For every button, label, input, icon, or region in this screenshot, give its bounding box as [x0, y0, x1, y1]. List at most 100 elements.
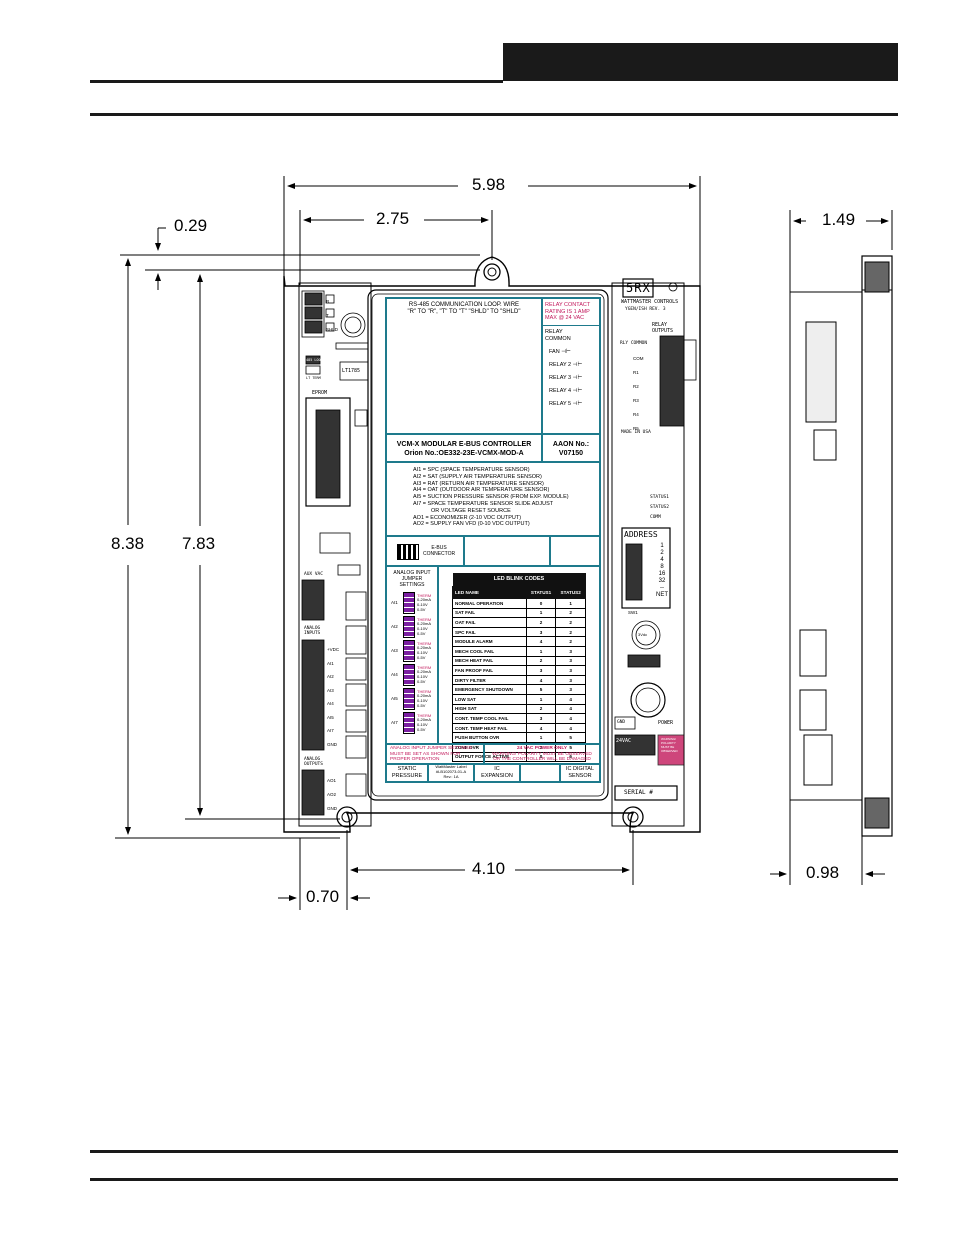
- jumper-option: 0-5V: [417, 654, 426, 660]
- pcb-terminals-top: R T SHLD: [326, 295, 338, 337]
- led-name-cell: HIGH SAT: [452, 703, 527, 715]
- ao-term: GND: [327, 806, 337, 811]
- input-line: AI4 = OAT (OUTDOOR AIR TEMPERATURE SENSO…: [413, 487, 550, 494]
- led-name-cell: OUTPUT FORCE ACTIVE: [452, 751, 527, 763]
- ic-digital-line: SENSOR: [568, 772, 592, 779]
- jumper-pins-icon: [403, 592, 415, 614]
- dim-mount-height: 7.83: [178, 534, 220, 554]
- jumper-option: 0-5V: [417, 678, 426, 684]
- dim-mount-width: 2.75: [372, 209, 414, 229]
- relay-term: R5: [633, 426, 639, 431]
- jumper-option: 0-5V: [417, 726, 426, 732]
- label-info-box: WattMaster Label #LB102073-01-A Rev.: 1A: [429, 764, 475, 781]
- address-value: 2: [660, 550, 664, 556]
- contact-icon: ⊣⊢: [561, 348, 571, 355]
- led-status-cell: 4: [555, 722, 586, 734]
- dim-side-depth: 1.49: [818, 210, 860, 230]
- pcb-made-in: MADE IN USA: [621, 430, 651, 435]
- led-title: LED BLINK CODES: [452, 573, 586, 587]
- power-warning: 24 VAC POWER ONLY WARNING! POLARITY MUST…: [485, 743, 599, 763]
- ic-digital-box: IC DIGITAL SENSOR: [561, 765, 599, 782]
- ebus-connector-icon: [397, 544, 419, 560]
- led-status-cell: 1: [525, 645, 557, 657]
- led-status-cell: 3: [555, 655, 586, 667]
- blank-bottom-box: [521, 765, 561, 781]
- input-line: AO2 = SUPPLY FAN VFD (0-10 VDC OUTPUT): [413, 521, 530, 528]
- jumper-pins-icon: [403, 640, 415, 662]
- input-line: AI3 = RAT (RETURN AIR TEMPERATURE SENSOR…: [413, 480, 544, 487]
- ao-term: AO1: [327, 778, 337, 783]
- pcb-brand: 5RX: [626, 281, 651, 295]
- terminal-shld: SHLD: [326, 327, 339, 332]
- jumper-option: 0-20mA: [417, 597, 432, 603]
- label-info-line: WattMaster Label: [435, 764, 467, 769]
- led-header: STATUS2: [555, 586, 586, 599]
- label-info-line: Rev.: 1A: [443, 773, 459, 779]
- led-name-cell: CONT. TEMP HEAT FAIL: [452, 722, 527, 734]
- jumper-option: 0-10V: [417, 674, 428, 679]
- address-value: 16: [658, 571, 666, 577]
- jumper-pins-icon: [403, 664, 415, 686]
- jumper-option: THERM: [417, 640, 432, 646]
- led-status-cell: 6: [555, 751, 586, 763]
- power-warning-line: WARNING! POLARITY MUST BE OBSERVED: [492, 751, 592, 757]
- address-value: --: [660, 585, 664, 591]
- header-rule-left: [90, 80, 503, 83]
- pcb-address: ADDRESS: [624, 530, 658, 539]
- led-status-cell: 4: [555, 713, 586, 724]
- led-status-cell: 3: [525, 665, 557, 676]
- ai-term: AI4: [327, 701, 334, 706]
- rs485-line1: RS-485 COMMUNICATION LOOP. WIRE: [408, 302, 520, 308]
- led-name-cell: DIRTY FILTER: [452, 674, 527, 686]
- led-header: LED NAME: [452, 586, 527, 599]
- ebus-line: E-BUS: [431, 545, 447, 551]
- pcb-battery: 3Vdc: [638, 632, 648, 637]
- jumper-title: ANALOG INPUT JUMPER SETTINGS: [387, 567, 437, 588]
- input-line: OR VOLTAGE RESET SOURCE: [431, 507, 511, 514]
- led-name-cell: MECH HEAT FAIL: [452, 655, 527, 667]
- relay-rating-line: RATING IS 1 AMP: [545, 308, 590, 315]
- ebus-box: E-BUS CONNECTOR: [387, 537, 465, 567]
- led-status-cell: 3: [555, 645, 586, 657]
- led-status-cell: 3: [525, 626, 557, 638]
- header-bar: [503, 43, 898, 81]
- rs485-note: RS-485 COMMUNICATION LOOP. WIRE "R" TO "…: [387, 299, 541, 316]
- relay-common-label: RELAY COMMON: [543, 326, 599, 346]
- dim-bottom-offset: 0.70: [302, 887, 344, 907]
- aaon-label: AAON No.:: [552, 441, 590, 448]
- led-name-cell: EMERGENCY SHUTDOWN: [452, 684, 527, 695]
- pcb-right: [614, 278, 697, 801]
- led-name-cell: SAT FAIL: [452, 607, 527, 619]
- pcb-warning-vert: WARNING! POLARITY MUST BE OBSERVED: [661, 737, 678, 753]
- controller-title-box: VCM-X MODULAR E-BUS CONTROLLER Orion No.…: [387, 435, 543, 463]
- footer-rule-bottom: [90, 1178, 898, 1181]
- relay-term: R2: [633, 384, 639, 389]
- led-status-cell: 3: [555, 684, 586, 695]
- relay-label: RELAY 3: [549, 374, 572, 381]
- relay-label: FAN: [549, 348, 560, 355]
- rs485-line2: "R" TO "R", "T" TO "T" "SHLD" TO "SHLD": [407, 309, 521, 315]
- jumper-option: 0-20mA: [417, 645, 432, 651]
- rs485-box: RS-485 COMMUNICATION LOOP. WIRE "R" TO "…: [387, 299, 543, 435]
- jumper-warning-line: PROPER OPERATION: [390, 757, 440, 762]
- relay-box: RELAY CONTACT RATING IS 1 AMP MAX @ 24 V…: [543, 299, 599, 435]
- address-value: 32: [658, 578, 666, 584]
- jumper-option: 0-5V: [417, 606, 426, 612]
- pcb-gnd: GND: [617, 720, 626, 725]
- bottom-strip: STATIC PRESSURE WattMaster Label #LB1020…: [387, 763, 599, 781]
- led-status-cell: 1: [525, 607, 557, 619]
- enclosure-front: [283, 256, 701, 833]
- pcb-485-loop: 485 LOOP: [306, 358, 323, 362]
- pcb-ygen: YGEN/ISH REV. 3: [625, 307, 666, 312]
